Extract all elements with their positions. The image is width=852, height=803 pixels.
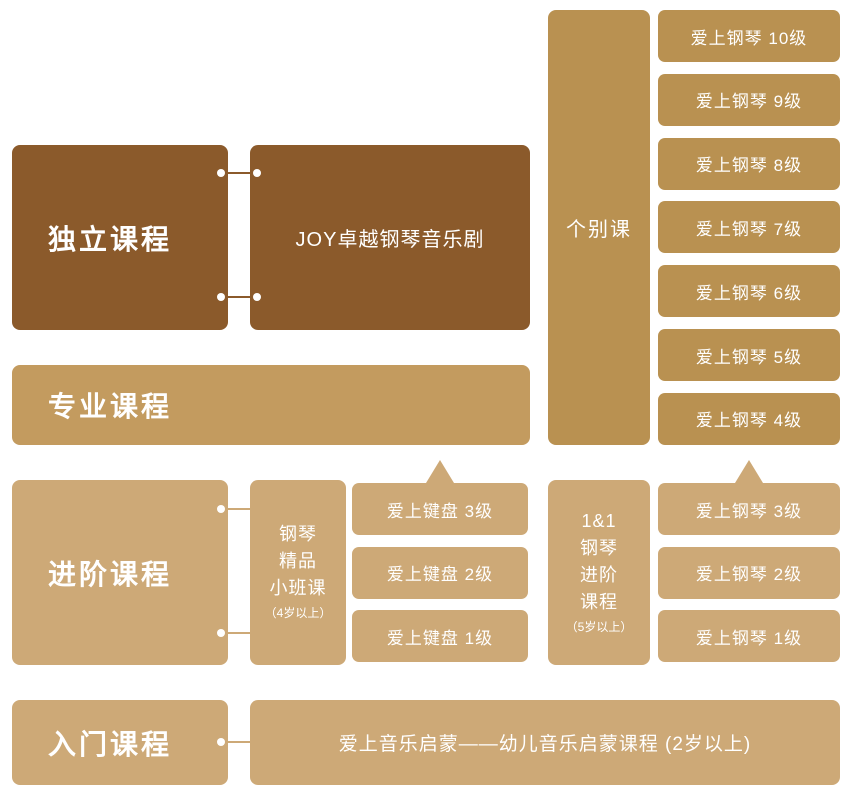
professional-course-title: 专业课程 xyxy=(48,391,173,422)
keyboard-level-box: 爱上键盘 3级 xyxy=(352,483,528,535)
advanced-course-title: 进阶课程 xyxy=(48,558,173,590)
connector xyxy=(214,293,262,301)
connector-line xyxy=(214,296,262,298)
independent-course-title: 独立课程 xyxy=(48,223,173,255)
connector-dot-icon xyxy=(253,169,261,177)
one-and-one-course-box: 1&1 钢琴 进阶 课程 （5岁以上） xyxy=(548,480,650,665)
joy-musical-box: JOY卓越钢琴音乐剧 xyxy=(250,145,530,330)
piano-level-label: 爱上钢琴 10级 xyxy=(690,28,808,48)
small-class-line: 精品 xyxy=(279,551,317,571)
small-class-age-note: （4岁以上） xyxy=(264,606,332,620)
piano-level-box: 爱上钢琴 9级 xyxy=(658,73,840,126)
piano-level-label: 爱上钢琴 8级 xyxy=(695,156,803,176)
connector-line xyxy=(214,508,262,510)
joy-musical-label: JOY卓越钢琴音乐剧 xyxy=(295,229,485,251)
piano-level-box: 爱上钢琴 4级 xyxy=(658,392,840,445)
connector-dot-icon xyxy=(217,505,225,513)
professional-course-box: 专业课程 xyxy=(12,365,530,445)
individual-lesson-label: 个别课 xyxy=(566,219,632,241)
piano-level-label: 爱上钢琴 9级 xyxy=(695,92,803,112)
one-and-one-course-label: 1&1 钢琴 进阶 课程 （5岁以上） xyxy=(566,508,633,638)
independent-course-box: 独立课程 xyxy=(12,145,228,330)
connector-dot-icon xyxy=(217,629,225,637)
one-and-one-line: 1&1 xyxy=(581,510,617,531)
intro-course-title: 入门课程 xyxy=(48,728,173,760)
keyboard-level-stack: 爱上键盘 3级 爱上键盘 2级 爱上键盘 1级 xyxy=(352,483,528,662)
keyboard-level-box: 爱上键盘 2级 xyxy=(352,546,528,599)
connector xyxy=(214,169,262,177)
advanced-course-box: 进阶课程 xyxy=(12,480,228,665)
piano-level-box: 爱上钢琴 2级 xyxy=(658,546,840,599)
one-and-one-age-note: （5岁以上） xyxy=(565,619,633,634)
small-class-box: 钢琴 精品 小班课 （4岁以上） xyxy=(250,480,346,665)
piano-level-label: 爱上钢琴 6级 xyxy=(695,283,803,303)
flow-arrow-up-icon xyxy=(426,460,454,483)
piano-level-box: 爱上钢琴 5级 xyxy=(658,329,840,382)
connector-dot-icon xyxy=(217,293,225,301)
one-and-one-line: 钢琴 xyxy=(580,537,618,558)
piano-level-box: 爱上钢琴 1级 xyxy=(658,610,840,662)
keyboard-level-label: 爱上键盘 2级 xyxy=(386,565,494,584)
connector-line xyxy=(214,741,262,743)
one-and-one-line: 进阶 xyxy=(580,564,618,585)
piano-level-label: 爱上钢琴 1级 xyxy=(695,628,803,648)
piano-level-box: 爱上钢琴 10级 xyxy=(658,10,840,62)
keyboard-level-label: 爱上键盘 1级 xyxy=(386,628,494,648)
piano-level-box: 爱上钢琴 8级 xyxy=(658,137,840,190)
piano-level-label: 爱上钢琴 3级 xyxy=(695,501,803,521)
piano-level-label: 爱上钢琴 7级 xyxy=(695,219,803,239)
piano-lower-stack: 爱上钢琴 3级 爱上钢琴 2级 爱上钢琴 1级 xyxy=(658,483,840,662)
intro-course-detail-label: 爱上音乐启蒙——幼儿音乐启蒙课程 (2岁以上) xyxy=(338,734,752,755)
intro-course-detail-box: 爱上音乐启蒙——幼儿音乐启蒙课程 (2岁以上) xyxy=(250,700,840,785)
keyboard-level-box: 爱上键盘 1级 xyxy=(352,610,528,662)
one-and-one-line: 课程 xyxy=(580,591,618,612)
individual-lesson-box: 个别课 xyxy=(548,10,650,445)
connector-line xyxy=(214,172,262,174)
piano-level-box: 爱上钢琴 3级 xyxy=(658,483,840,535)
piano-upper-stack: 爱上钢琴 10级 爱上钢琴 9级 爱上钢琴 8级 爱上钢琴 7级 爱上钢琴 6级… xyxy=(658,10,840,445)
small-class-label: 钢琴 精品 小班课 （4岁以上） xyxy=(265,521,332,624)
connector-dot-icon xyxy=(253,293,261,301)
flow-arrow-up-icon xyxy=(735,460,763,483)
connector-line xyxy=(214,632,262,634)
small-class-line: 钢琴 xyxy=(279,524,317,544)
piano-level-label: 爱上钢琴 4级 xyxy=(695,411,803,431)
piano-level-box: 爱上钢琴 6级 xyxy=(658,265,840,318)
keyboard-level-label: 爱上键盘 3级 xyxy=(386,501,494,521)
connector-dot-icon xyxy=(217,738,225,746)
piano-level-label: 爱上钢琴 5级 xyxy=(695,347,803,367)
intro-course-box: 入门课程 xyxy=(12,700,228,785)
small-class-line: 小班课 xyxy=(269,578,327,598)
piano-level-box: 爱上钢琴 7级 xyxy=(658,201,840,254)
connector-dot-icon xyxy=(217,169,225,177)
piano-level-label: 爱上钢琴 2级 xyxy=(695,565,803,584)
